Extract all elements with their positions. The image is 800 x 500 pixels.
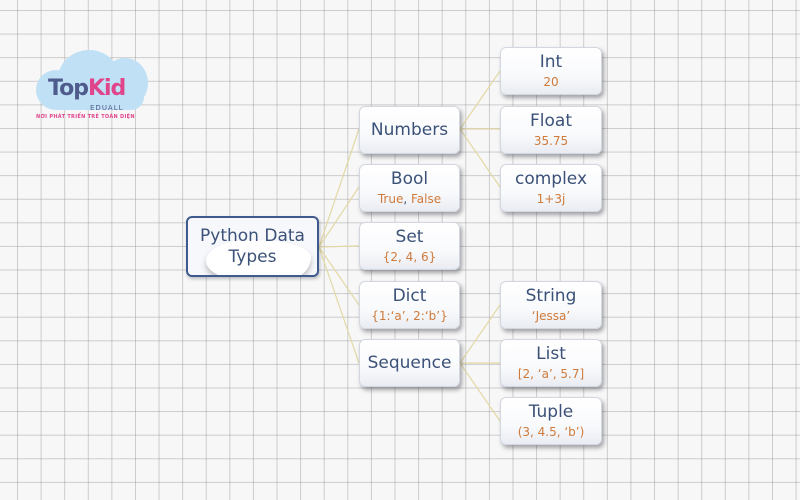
node-value: 35.75 — [533, 134, 569, 148]
node-bool[interactable]: Bool True, False — [359, 164, 460, 212]
connector-sequence-tuple — [459, 362, 501, 422]
connector-root-bool — [318, 186, 360, 248]
node-dict[interactable]: Dict {1:‘a’, 2:‘b’} — [359, 281, 460, 329]
node-int[interactable]: Int 20 — [500, 47, 602, 95]
logo-brand-kid: Kid — [87, 76, 126, 101]
topkid-logo: TopKid EDUALL NƠI PHÁT TRIỂN TRẺ TOÀN DI… — [28, 44, 178, 124]
node-sequence[interactable]: Sequence — [359, 339, 460, 387]
connector-root-numbers — [318, 128, 360, 248]
node-tuple[interactable]: Tuple (3, 4.5, ‘b’) — [500, 397, 602, 445]
node-title: Set — [395, 227, 424, 247]
node-value: {1:‘a’, 2:‘b’} — [371, 309, 448, 323]
root-node-python-data-types[interactable]: Python Data Types — [186, 216, 319, 277]
node-title: Tuple — [528, 402, 574, 422]
logo-sub: EDUALL — [90, 104, 124, 112]
node-list[interactable]: List [2, ‘a’, 5.7] — [500, 339, 602, 387]
connector-numbers-complex — [459, 128, 501, 188]
node-value: ‘Jessa’ — [531, 309, 571, 323]
node-value: {2, 4, 6} — [382, 250, 437, 264]
connector-root-dict — [318, 246, 360, 306]
connector-sequence-string — [459, 304, 501, 364]
node-numbers[interactable]: Numbers — [359, 106, 460, 154]
node-value: [2, ‘a’, 5.7] — [517, 367, 585, 381]
value-false: False — [411, 192, 442, 206]
root-decoration — [206, 240, 311, 275]
value-separator: , — [403, 192, 411, 206]
node-set[interactable]: Set {2, 4, 6} — [359, 222, 460, 270]
node-complex[interactable]: complex 1+3j — [500, 164, 602, 212]
node-title: Float — [530, 111, 572, 131]
node-value: (3, 4.5, ‘b’) — [517, 425, 585, 439]
logo-brand-top: Top — [48, 76, 89, 101]
logo-brand: TopKid — [48, 76, 126, 101]
node-title: String — [525, 286, 577, 306]
connector-numbers-int — [459, 70, 501, 130]
node-value: 20 — [543, 75, 559, 89]
logo-cloud — [46, 84, 144, 110]
node-value: True, False — [378, 191, 441, 207]
connector-root-sequence — [318, 246, 360, 364]
node-title: Sequence — [367, 353, 452, 373]
node-float[interactable]: Float 35.75 — [500, 106, 602, 154]
logo-tagline: NƠI PHÁT TRIỂN TRẺ TOÀN DIỆN — [36, 114, 135, 120]
node-title: List — [536, 344, 566, 364]
node-string[interactable]: String ‘Jessa’ — [500, 281, 602, 329]
value-true: True — [377, 192, 404, 206]
node-title: Numbers — [370, 120, 449, 140]
node-title: complex — [514, 169, 588, 189]
node-value: 1+3j — [536, 192, 566, 206]
connector-root-set — [318, 245, 360, 248]
node-title: Int — [539, 52, 563, 72]
node-title: Dict — [392, 286, 427, 306]
node-title: Bool — [390, 169, 429, 189]
root-title: Python Data Types — [200, 225, 305, 267]
